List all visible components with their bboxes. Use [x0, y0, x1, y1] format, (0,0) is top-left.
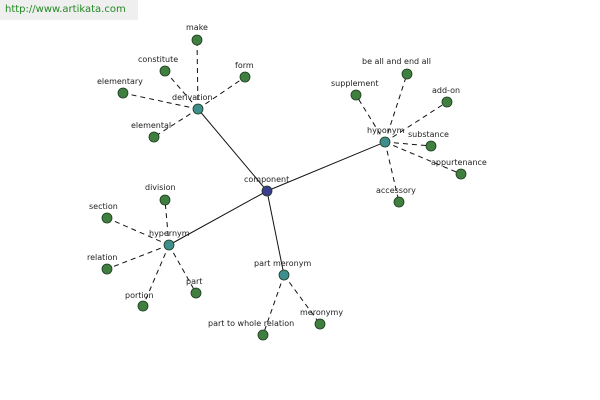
edge-hyponym-add-on [384, 101, 448, 143]
edge-hyponym-be-all-and-end-all [384, 73, 408, 143]
leaf-label-accessory[interactable]: accessory [376, 186, 416, 195]
leaf-node-constitute[interactable] [159, 65, 171, 77]
category-node-derivation[interactable] [192, 103, 204, 115]
leaf-label-constitute[interactable]: constitute [138, 55, 178, 64]
center-node-component[interactable] [261, 185, 273, 197]
edges-layer [106, 39, 462, 336]
category-label-hypernym[interactable]: hypernym [149, 229, 190, 238]
leaf-label-form[interactable]: form [235, 61, 254, 70]
leaf-label-portion[interactable]: portion [125, 291, 154, 300]
edge-hypernym-portion [142, 244, 170, 307]
site-url-bar: http://www.artikata.com [0, 0, 138, 20]
edge-part-meronym-part-to-whole-relation [262, 274, 285, 336]
category-node-hypernym[interactable] [163, 239, 175, 251]
leaf-node-supplement[interactable] [350, 89, 362, 101]
edge-hyponym-substance [384, 141, 432, 147]
center-label-component[interactable]: component [244, 175, 289, 184]
leaf-node-part-to-whole-relation[interactable] [257, 329, 269, 341]
leaf-node-part[interactable] [190, 287, 202, 299]
leaf-label-elementary[interactable]: elementary [97, 77, 143, 86]
leaf-node-accessory[interactable] [393, 196, 405, 208]
leaf-node-be-all-and-end-all[interactable] [401, 68, 413, 80]
leaf-label-supplement[interactable]: supplement [331, 79, 378, 88]
leaf-label-relation[interactable]: relation [87, 253, 117, 262]
leaf-node-elemental[interactable] [148, 131, 160, 143]
leaf-node-relation[interactable] [101, 263, 113, 275]
leaf-node-add-on[interactable] [441, 96, 453, 108]
edge-component-derivation [197, 108, 268, 192]
category-node-part-meronym[interactable] [278, 269, 290, 281]
leaf-node-substance[interactable] [425, 140, 437, 152]
leaf-label-add-on[interactable]: add-on [432, 86, 460, 95]
edge-derivation-elementary [122, 92, 199, 110]
leaf-label-elemental[interactable]: elemental [131, 121, 171, 130]
leaf-label-division[interactable]: division [145, 183, 176, 192]
leaf-node-meronymy[interactable] [314, 318, 326, 330]
edge-part-meronym-meronymy [283, 274, 321, 325]
edge-hyponym-accessory [384, 141, 400, 203]
leaf-label-substance[interactable]: substance [408, 130, 449, 139]
site-url-link[interactable]: http://www.artikata.com [5, 4, 126, 15]
leaf-label-meronymy[interactable]: meronymy [300, 308, 343, 317]
edge-hypernym-relation [106, 244, 170, 270]
leaf-node-elementary[interactable] [117, 87, 129, 99]
edge-hypernym-section [106, 217, 170, 246]
leaf-node-division[interactable] [159, 194, 171, 206]
leaf-label-appurtenance[interactable]: appurtenance [431, 158, 487, 167]
edge-component-hyponym [266, 141, 386, 192]
leaf-node-portion[interactable] [137, 300, 149, 312]
leaf-node-make[interactable] [191, 34, 203, 46]
labels-layer: make constitute form elementary elemental be … [87, 23, 487, 328]
edge-hypernym-part [168, 244, 197, 294]
leaf-node-appurtenance[interactable] [455, 168, 467, 180]
leaf-label-part[interactable]: part [186, 277, 202, 286]
leaf-node-form[interactable] [239, 71, 251, 83]
leaf-label-section[interactable]: section [89, 202, 118, 211]
category-label-hyponym[interactable]: hyponym [367, 126, 405, 135]
nodes-layer [101, 34, 467, 341]
edge-component-part-meronym [266, 190, 285, 276]
edge-derivation-form [197, 76, 246, 110]
edge-component-hypernym [168, 190, 268, 246]
category-label-derivation[interactable]: derivation [172, 93, 212, 102]
edge-derivation-make [196, 39, 199, 110]
leaf-label-be-all-and-end-all[interactable]: be all and end all [362, 57, 431, 66]
edge-hyponym-supplement [355, 94, 386, 143]
edge-hyponym-appurtenance [384, 141, 462, 175]
leaf-label-make[interactable]: make [186, 23, 208, 32]
edge-hypernym-division [164, 199, 170, 246]
category-label-part-meronym[interactable]: part meronym [254, 259, 311, 268]
leaf-node-section[interactable] [101, 212, 113, 224]
category-node-hyponym[interactable] [379, 136, 391, 148]
leaf-label-part-to-whole-relation[interactable]: part to whole relation [208, 319, 294, 328]
